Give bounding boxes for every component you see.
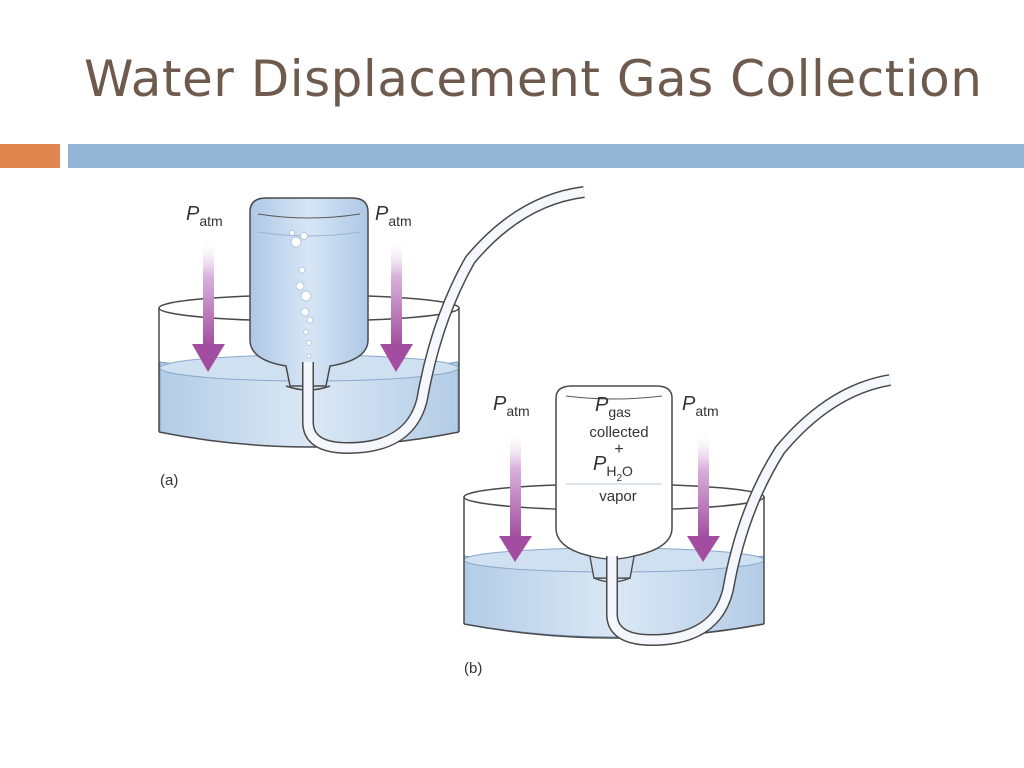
delivery-tube-b	[606, 374, 892, 647]
patm-b-left-label: Patm	[493, 393, 530, 419]
delivery-tube-a	[302, 186, 585, 455]
title-accent-bar-orange	[0, 144, 60, 168]
bottle-b	[555, 385, 673, 583]
arrow-patm-b-left	[499, 430, 532, 562]
slide-title: Water Displacement Gas Collection	[84, 50, 983, 108]
panel-b: Patm Patm Pgas collected + PH2O vapor (b…	[463, 374, 892, 677]
gas-bubbles	[289, 230, 314, 359]
patm-a-left-label: Patm	[186, 203, 223, 229]
p-h2o-label: PH2O	[593, 453, 633, 484]
vapor-label: vapor	[599, 488, 637, 505]
plus-sign: +	[614, 441, 623, 458]
title-accent-bar-blue	[68, 144, 1024, 168]
patm-b-right-label: Patm	[682, 393, 719, 419]
arrow-patm-a-left	[192, 238, 225, 372]
collected-label: collected	[589, 424, 648, 441]
arrow-patm-b-right	[687, 430, 720, 562]
arrow-patm-a-right	[380, 238, 413, 372]
patm-a-right-label: Patm	[375, 203, 412, 229]
p-gas-label: Pgas	[595, 394, 631, 420]
panel-a: Patm Patm (a)	[158, 186, 585, 489]
caption-a: (a)	[160, 472, 178, 489]
caption-b: (b)	[464, 660, 482, 677]
